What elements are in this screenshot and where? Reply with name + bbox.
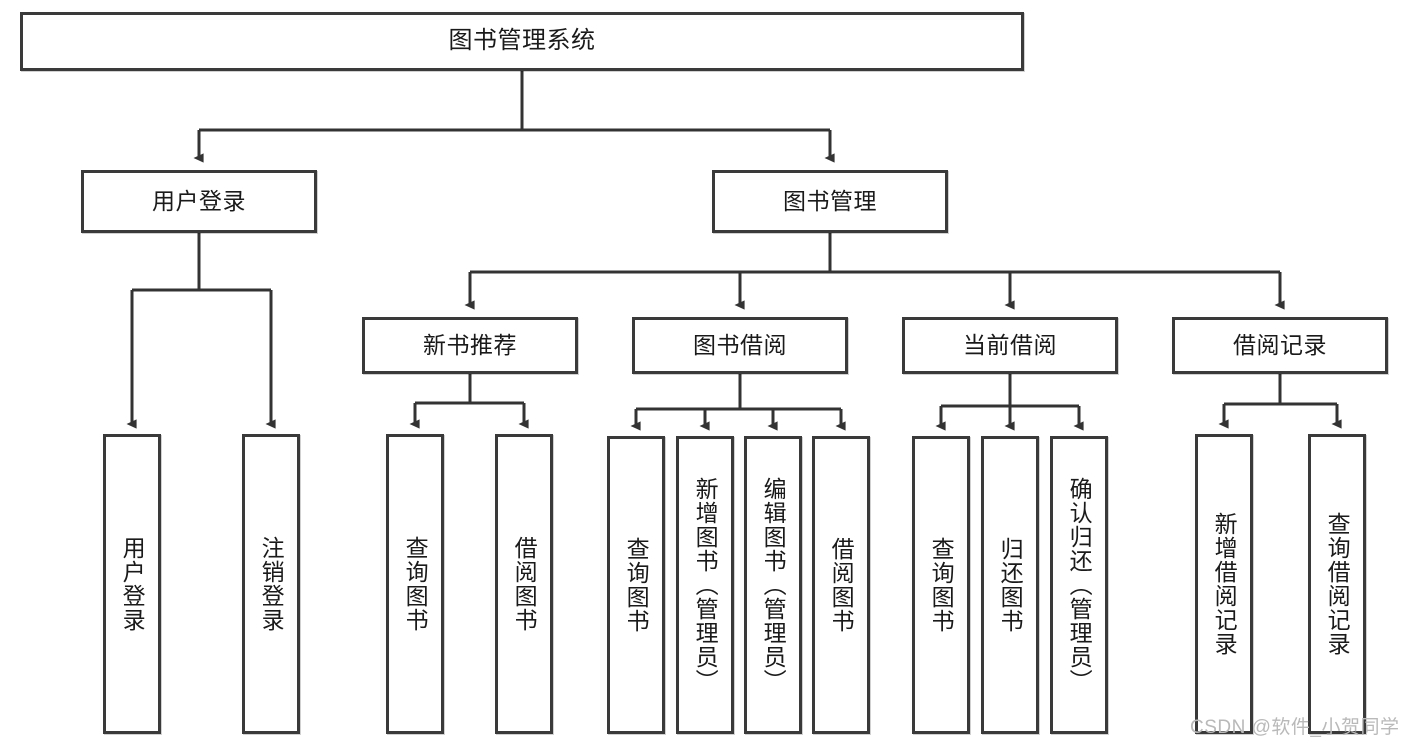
node-leaf-logout-login[interactable]: 注销登录 [242, 434, 300, 734]
node-leaf-borrow-book[interactable]: 借阅图书 [812, 436, 870, 734]
node-book-borrow[interactable]: 图书借阅 [632, 317, 848, 374]
node-label: 编辑图书（管理员） [760, 477, 787, 693]
node-label: 借阅图书 [828, 537, 855, 633]
node-label: 用户登录 [152, 187, 246, 214]
watermark-text: CSDN @软件_小贺同学 [1190, 717, 1400, 738]
node-label: 借阅记录 [1233, 331, 1327, 358]
node-leaf-query-book-current[interactable]: 查询图书 [912, 436, 970, 734]
node-current-borrow[interactable]: 当前借阅 [902, 317, 1118, 374]
node-label: 图书管理系统 [448, 27, 596, 55]
node-leaf-confirm-return[interactable]: 确认归还（管理员） [1050, 436, 1108, 734]
node-leaf-edit-book[interactable]: 编辑图书（管理员） [744, 436, 802, 734]
node-label: 查询图书 [928, 537, 955, 633]
node-leaf-add-book[interactable]: 新增图书（管理员） [676, 436, 734, 734]
node-root-book-management-system[interactable]: 图书管理系统 [20, 12, 1024, 71]
node-leaf-query-book-borrow[interactable]: 查询图书 [607, 436, 665, 734]
node-label: 注销登录 [258, 536, 285, 632]
node-label: 当前借阅 [963, 331, 1057, 358]
node-leaf-add-borrow-record[interactable]: 新增借阅记录 [1195, 434, 1253, 734]
node-book-management[interactable]: 图书管理 [712, 170, 948, 233]
node-leaf-user-login[interactable]: 用户登录 [103, 434, 161, 734]
node-label: 新书推荐 [423, 331, 517, 358]
node-leaf-borrow-book-recommend[interactable]: 借阅图书 [495, 434, 553, 734]
node-label: 借阅图书 [511, 536, 538, 632]
node-leaf-query-book-recommend[interactable]: 查询图书 [386, 434, 444, 734]
node-label: 新增借阅记录 [1211, 512, 1238, 656]
node-label: 新增图书（管理员） [692, 477, 719, 693]
node-label: 用户登录 [119, 536, 146, 632]
node-label: 图书借阅 [693, 331, 787, 358]
node-label: 图书管理 [783, 187, 877, 214]
node-new-book-recommend[interactable]: 新书推荐 [362, 317, 578, 374]
node-leaf-query-borrow-record[interactable]: 查询借阅记录 [1308, 434, 1366, 734]
node-borrow-record[interactable]: 借阅记录 [1172, 317, 1388, 374]
node-label: 确认归还（管理员） [1066, 477, 1093, 693]
node-leaf-return-book[interactable]: 归还图书 [981, 436, 1039, 734]
node-user-login[interactable]: 用户登录 [81, 170, 317, 233]
node-label: 查询图书 [623, 537, 650, 633]
node-label: 归还图书 [997, 537, 1024, 633]
node-label: 查询借阅记录 [1324, 512, 1351, 656]
node-label: 查询图书 [402, 536, 429, 632]
